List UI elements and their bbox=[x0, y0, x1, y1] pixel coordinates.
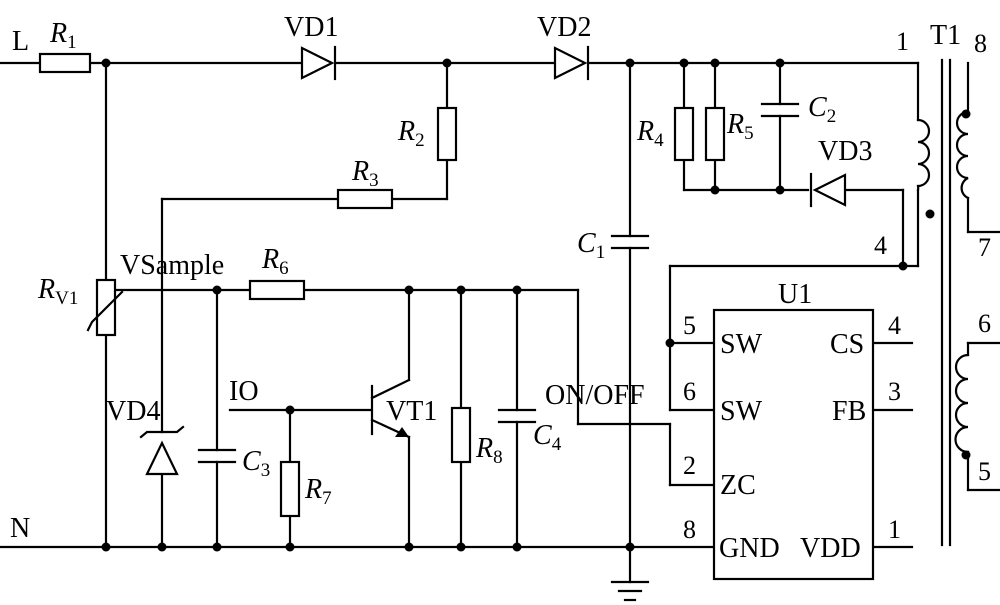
label-r6: R6 bbox=[261, 244, 289, 279]
label-vd1: VD1 bbox=[284, 12, 338, 43]
label-vd2: VD2 bbox=[537, 12, 591, 43]
label-rv1: RV1 bbox=[37, 274, 78, 309]
label-r7: R7 bbox=[304, 474, 332, 509]
wires bbox=[0, 61, 1000, 584]
transformer-pin-1: 1 bbox=[896, 27, 909, 56]
label-vsample: VSample bbox=[120, 250, 224, 281]
junction-dots bbox=[101, 58, 908, 552]
transformer-pin-8: 8 bbox=[974, 29, 987, 58]
label-c4: C4 bbox=[533, 420, 562, 455]
transistor-vt1 bbox=[370, 378, 411, 439]
label-c1: C1 bbox=[577, 228, 605, 263]
ic-pin-num-2: 2 bbox=[683, 451, 696, 480]
ic-pin-label-cs: CS bbox=[830, 329, 864, 360]
ic-pin-num-5: 5 bbox=[683, 311, 696, 340]
ic-pin-num-8: 8 bbox=[683, 515, 696, 544]
label-onoff: ON/OFF bbox=[545, 380, 645, 411]
ic-pin-label-sw-2: SW bbox=[720, 396, 763, 427]
label-c3: C3 bbox=[242, 446, 270, 481]
ic-pin-num-4: 4 bbox=[888, 311, 901, 340]
label-vd4: VD4 bbox=[106, 396, 160, 427]
zener-diode-vd4 bbox=[139, 425, 185, 476]
resistor-r3 bbox=[336, 188, 394, 210]
transformer-pin-4: 4 bbox=[874, 231, 887, 260]
ic-pin-label-sw-1: SW bbox=[720, 329, 763, 360]
transformer-pin-5: 5 bbox=[978, 457, 991, 486]
resistor-r7 bbox=[279, 460, 301, 518]
capacitor-c3 bbox=[197, 448, 237, 464]
transformer-pin-7: 7 bbox=[978, 233, 991, 262]
resistor-r2 bbox=[436, 106, 458, 162]
label-vd3: VD3 bbox=[818, 136, 872, 167]
diode-vd3 bbox=[809, 172, 847, 208]
resistor-r6 bbox=[248, 279, 306, 301]
ic-u1-body bbox=[712, 308, 875, 581]
ground-symbol bbox=[610, 580, 650, 602]
ic-pin-num-6: 6 bbox=[683, 377, 696, 406]
varistor-rv1 bbox=[86, 278, 124, 337]
capacitor-c1 bbox=[610, 234, 650, 250]
transformer-pin-6: 6 bbox=[978, 309, 991, 338]
label-r2: R2 bbox=[397, 116, 425, 151]
ic-pin-label-fb: FB bbox=[832, 396, 866, 427]
ic-u1-name: U1 bbox=[778, 279, 812, 310]
label-r4: R4 bbox=[636, 116, 664, 151]
diode-vd2 bbox=[553, 45, 590, 81]
capacitor-c4 bbox=[497, 408, 537, 424]
resistor-r8 bbox=[450, 406, 472, 464]
transformer-t1 bbox=[916, 58, 971, 547]
label-io: IO bbox=[229, 376, 259, 407]
ic-pin-label-zc: ZC bbox=[720, 470, 756, 501]
label-c2: C2 bbox=[808, 92, 836, 127]
resistor-r4 bbox=[673, 106, 695, 162]
diode-vd1 bbox=[300, 45, 337, 81]
net-label-l: L bbox=[12, 26, 29, 57]
label-r8: R8 bbox=[475, 433, 503, 468]
ic-pin-num-1: 1 bbox=[888, 515, 901, 544]
ic-pin-label-gnd: GND bbox=[719, 533, 780, 564]
label-r5: R5 bbox=[726, 109, 754, 144]
capacitor-c2 bbox=[760, 102, 800, 118]
ic-pin-label-vdd: VDD bbox=[800, 533, 861, 564]
resistor-r1 bbox=[38, 52, 92, 74]
label-r1: R1 bbox=[49, 18, 77, 53]
net-label-n: N bbox=[10, 513, 30, 544]
label-t1: T1 bbox=[930, 20, 961, 51]
label-vt1: VT1 bbox=[386, 396, 437, 427]
resistor-r5 bbox=[704, 106, 726, 162]
ic-pin-num-3: 3 bbox=[888, 377, 901, 406]
label-r3: R3 bbox=[351, 156, 379, 191]
